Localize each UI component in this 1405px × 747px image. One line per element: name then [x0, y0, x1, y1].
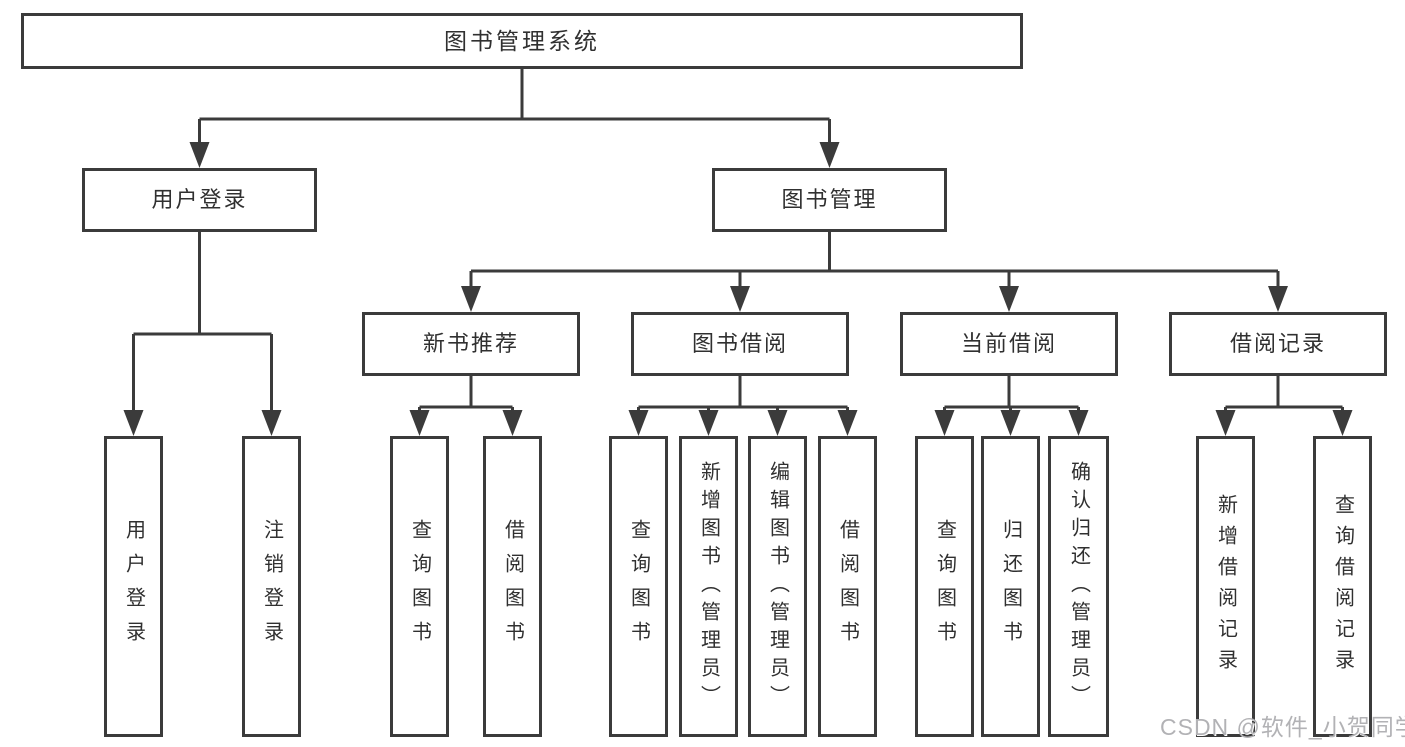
node-rec: 新书推荐 — [362, 312, 580, 376]
node-label-rec-query: 查询图书 — [408, 518, 431, 655]
node-c-return: 归还图书 — [981, 436, 1040, 737]
node-label-c-return: 归还图书 — [999, 518, 1022, 655]
node-r-query: 查询借阅记录 — [1313, 436, 1372, 737]
node-label-rec: 新书推荐 — [422, 331, 519, 356]
node-label-current: 当前借阅 — [960, 331, 1057, 356]
node-b-add: 新增图书（管理员） — [679, 436, 738, 737]
node-c-confirm: 确认归还（管理员） — [1048, 436, 1109, 737]
node-records: 借阅记录 — [1169, 312, 1387, 376]
node-label-b-query: 查询图书 — [627, 518, 650, 655]
node-b-query: 查询图书 — [609, 436, 668, 737]
node-label-c-query: 查询图书 — [933, 518, 956, 655]
node-rec-query: 查询图书 — [390, 436, 449, 737]
node-label-records: 借阅记录 — [1229, 331, 1326, 356]
node-current: 当前借阅 — [900, 312, 1118, 376]
node-b-edit: 编辑图书（管理员） — [748, 436, 807, 737]
node-rec-borrow: 借阅图书 — [483, 436, 542, 737]
node-label-b-add: 新增图书（管理员） — [697, 460, 720, 713]
node-b-borrow: 借阅图书 — [818, 436, 877, 737]
watermark: CSDN @软件_小贺同学 — [1160, 714, 1405, 740]
node-c-query: 查询图书 — [915, 436, 974, 737]
node-leaf-user-login: 用户登录 — [104, 436, 163, 737]
node-label-r-add: 新增借阅记录 — [1214, 493, 1237, 680]
node-leaf-logout: 注销登录 — [242, 436, 301, 737]
node-borrow: 图书借阅 — [631, 312, 849, 376]
node-label-b-borrow: 借阅图书 — [836, 518, 859, 655]
node-label-borrow: 图书借阅 — [691, 331, 788, 356]
node-label-leaf-user-login: 用户登录 — [122, 518, 145, 655]
node-root: 图书管理系统 — [21, 13, 1023, 69]
node-label-root: 图书管理系统 — [444, 27, 600, 54]
node-mgmt: 图书管理 — [712, 168, 947, 232]
node-r-add: 新增借阅记录 — [1196, 436, 1255, 737]
node-label-c-confirm: 确认归还（管理员） — [1067, 460, 1090, 713]
node-login: 用户登录 — [82, 168, 317, 232]
node-label-leaf-logout: 注销登录 — [260, 518, 283, 655]
node-label-r-query: 查询借阅记录 — [1331, 493, 1354, 680]
node-label-login: 用户登录 — [151, 187, 248, 212]
node-label-mgmt: 图书管理 — [781, 187, 878, 212]
node-label-b-edit: 编辑图书（管理员） — [766, 460, 789, 713]
node-label-rec-borrow: 借阅图书 — [501, 518, 524, 655]
